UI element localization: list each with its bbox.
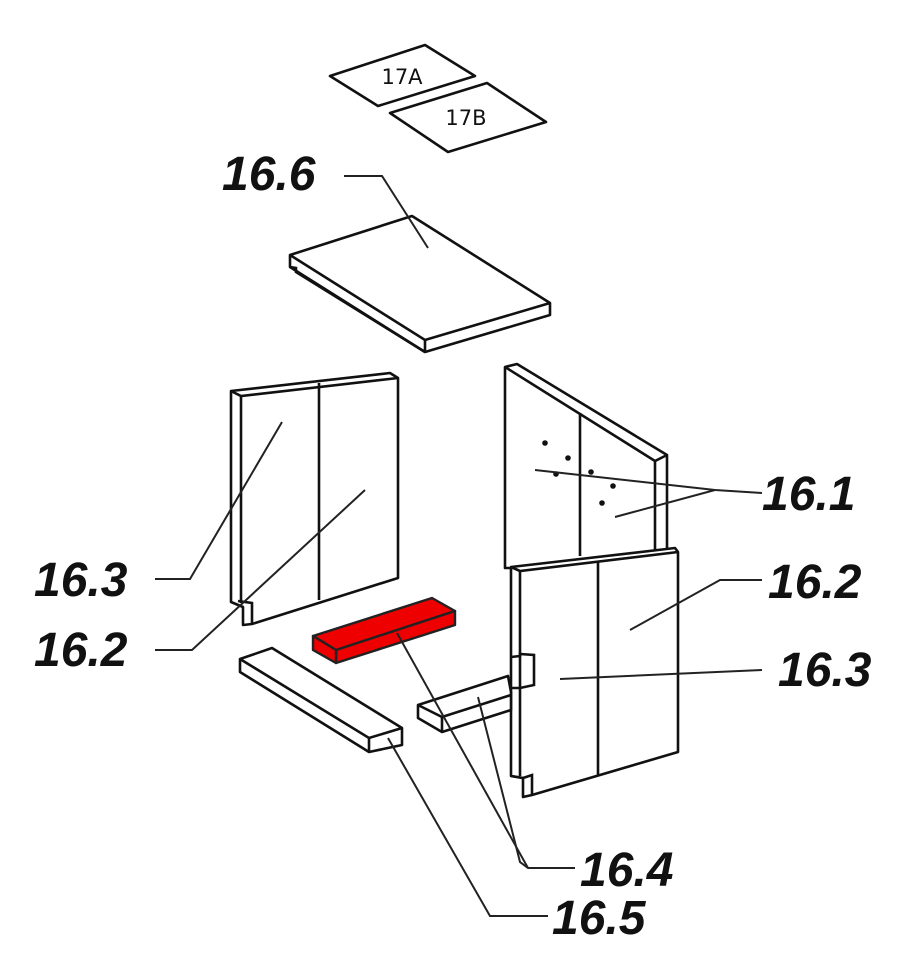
- leader-16-4-b: [477, 696, 575, 869]
- leader-16-5: [387, 737, 548, 917]
- part-16-1-back-wall[interactable]: [503, 362, 669, 570]
- part-16-6-top-slab[interactable]: [288, 214, 552, 354]
- label-16-6: 16.6: [222, 148, 316, 201]
- part-right-front-wall[interactable]: [509, 546, 680, 799]
- leader-16-3-left: [155, 421, 283, 580]
- label-16-1: 16.1: [762, 468, 855, 521]
- leader-16-2-right: [629, 579, 762, 631]
- leader-16-1-b: [614, 489, 716, 518]
- part-17b[interactable]: 17B: [388, 81, 548, 154]
- part-left-wall[interactable]: [229, 371, 400, 627]
- label-16-4: 16.4: [580, 844, 673, 897]
- label-16-5: 16.5: [552, 892, 647, 945]
- label-16-2-left: 16.2: [34, 624, 128, 677]
- part-16-4-highlighted-brick[interactable]: [311, 596, 457, 665]
- label-17a: 17A: [381, 65, 423, 89]
- part-16-4-brick[interactable]: [416, 674, 513, 734]
- label-16-2-right: 16.2: [768, 556, 862, 609]
- label-17b: 17B: [445, 106, 486, 130]
- leader-16-3-right: [559, 669, 763, 680]
- leader-16-4-a: [396, 632, 529, 869]
- label-16-3-left: 16.3: [34, 554, 128, 607]
- leader-16-2-left: [155, 489, 366, 651]
- leader-16-6: [344, 175, 429, 249]
- part-17a[interactable]: 17A: [328, 43, 477, 108]
- part-16-5-brick[interactable]: [238, 646, 404, 754]
- label-16-3-right: 16.3: [778, 644, 872, 697]
